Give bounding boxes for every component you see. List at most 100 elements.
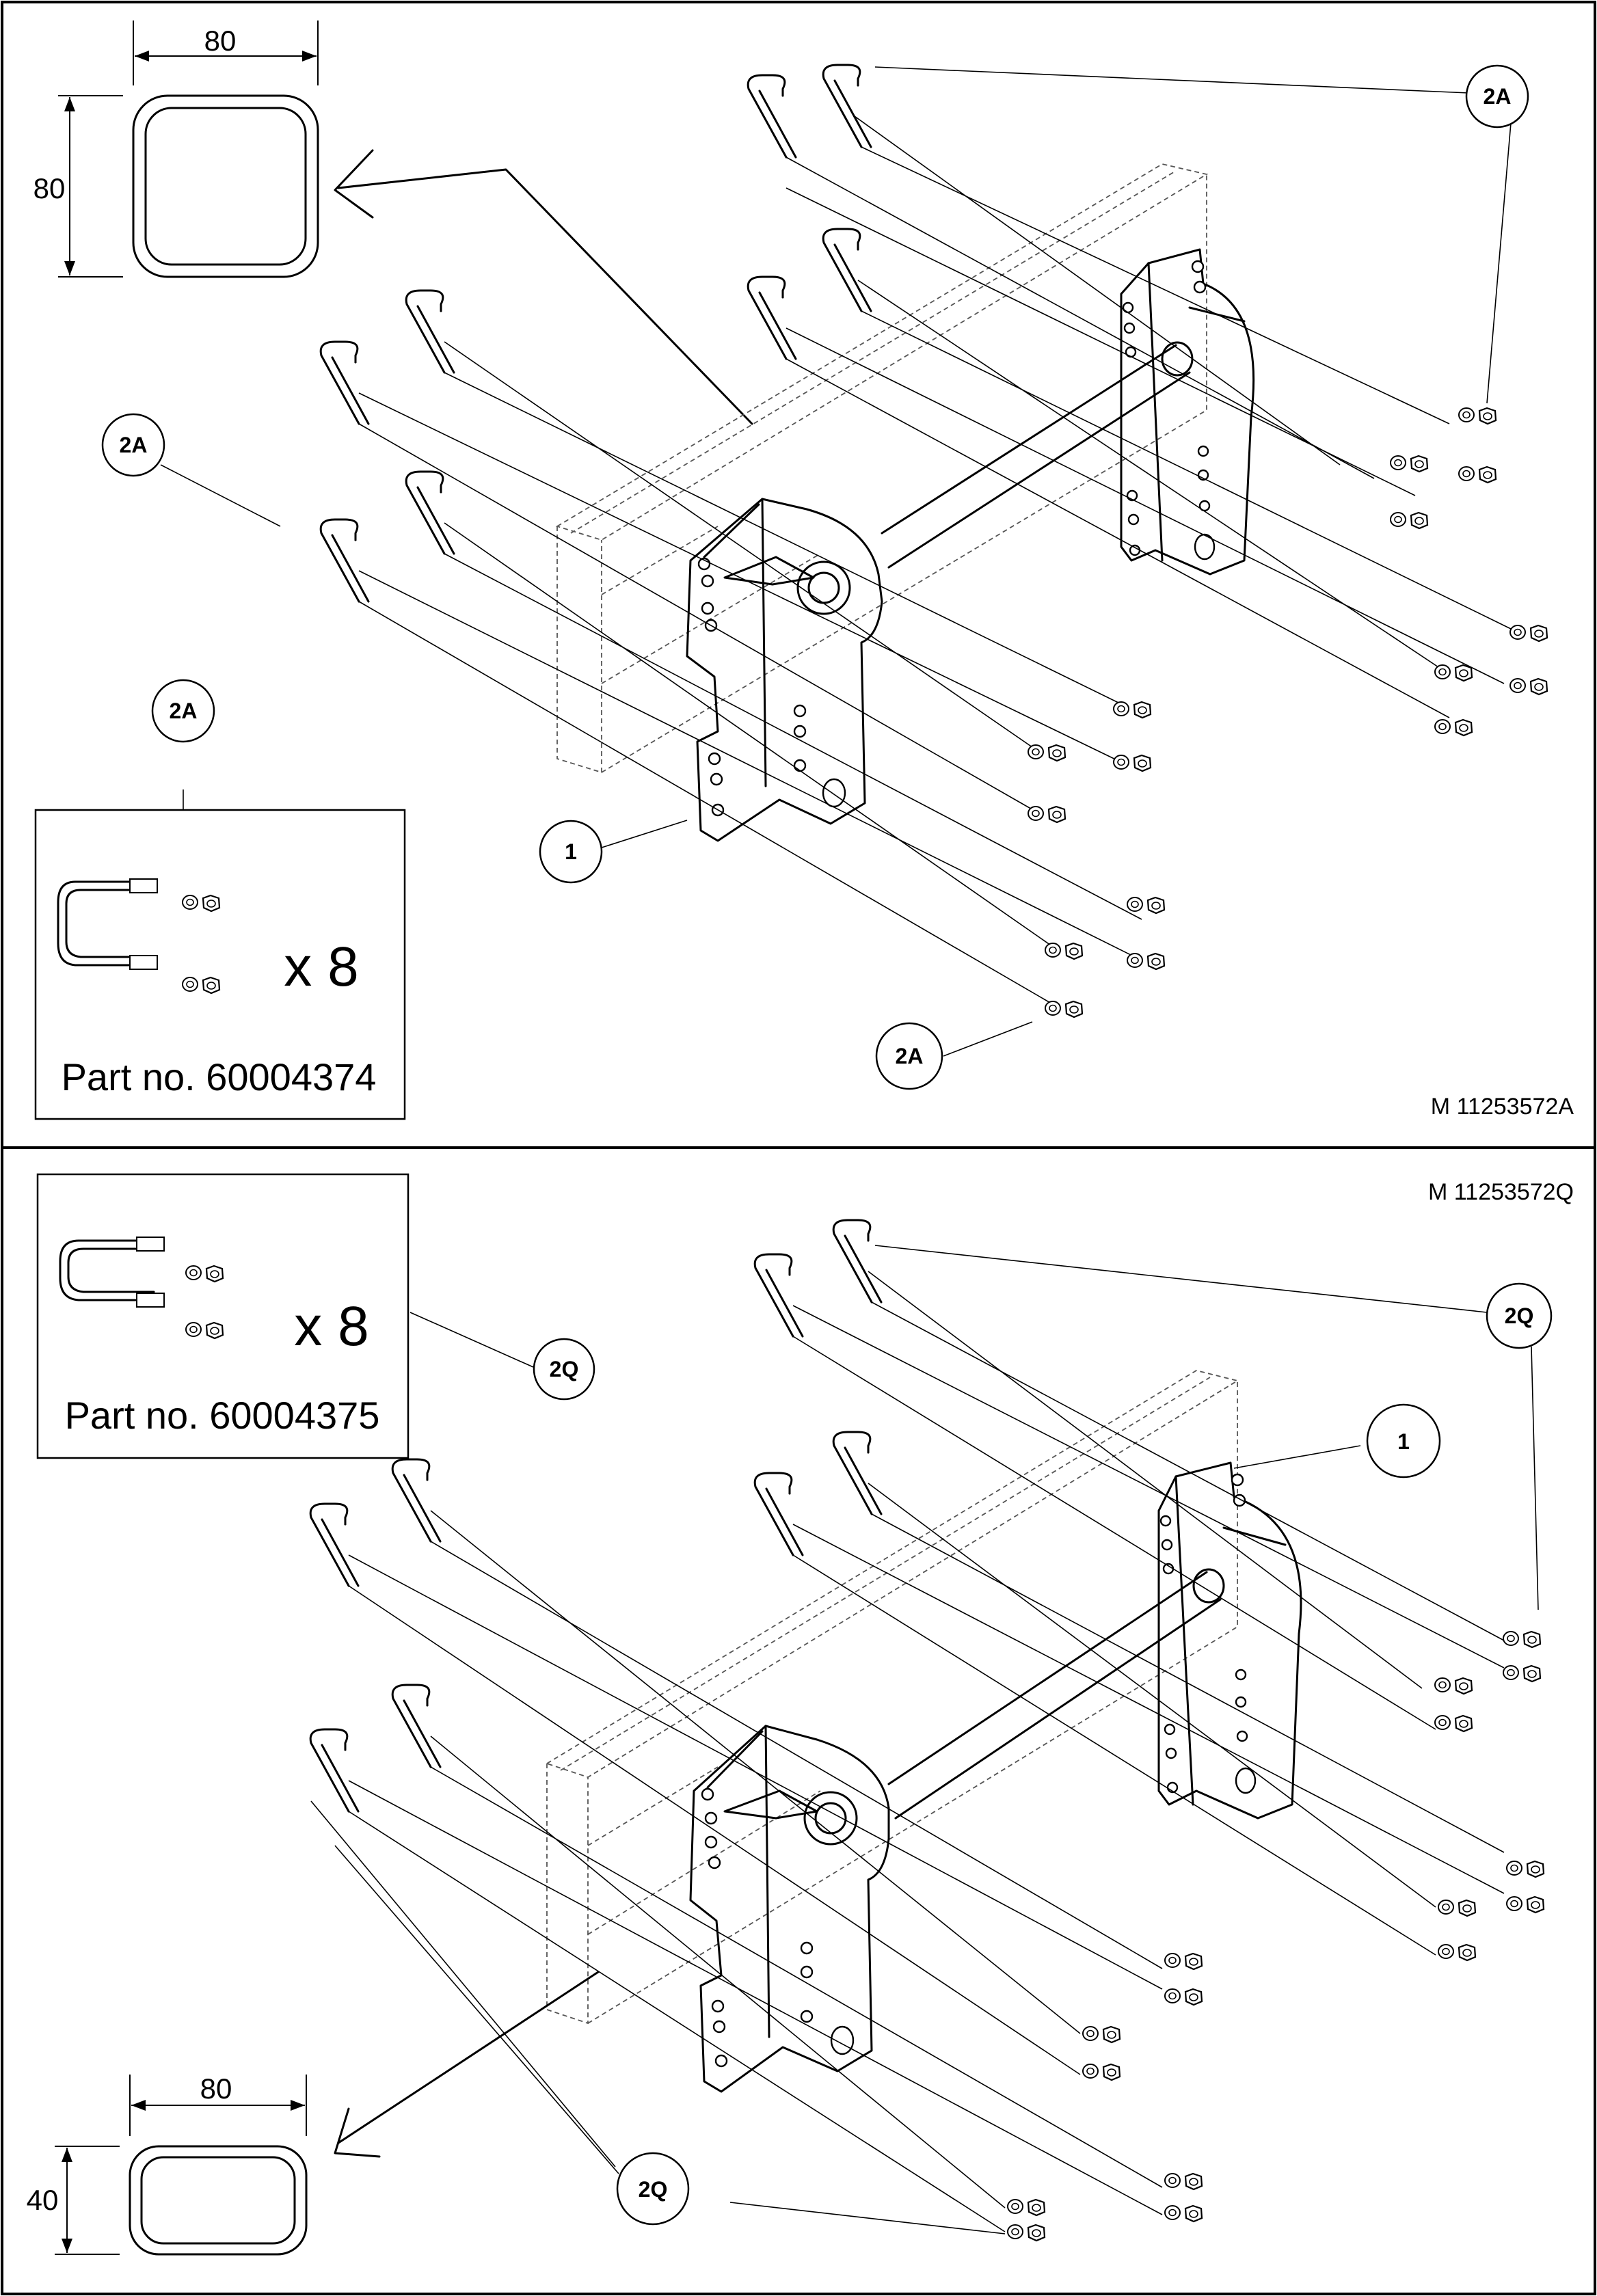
washer-nut-pair [1437, 1899, 1477, 1917]
washer-nut-pair [1389, 511, 1429, 530]
washer-nut-pair [1437, 1943, 1477, 1962]
u-bolts-left [319, 289, 455, 603]
u-bolt [309, 1502, 360, 1587]
washer-nut-pair [1164, 1988, 1203, 2006]
assembly-lines [348, 1271, 1505, 2232]
u-bolt [753, 1472, 804, 1556]
washer-nut-pair [1434, 1677, 1473, 1695]
washer-nut-pair [1389, 455, 1429, 473]
u-bolts-top [753, 1219, 883, 1556]
callout-1: 1 [539, 820, 603, 884]
washer-nut-pair [1505, 1895, 1545, 1914]
profile-width-dimension: 80 [200, 2072, 232, 2105]
bracket-left [689, 1725, 890, 2093]
washer-nut-pair [1164, 2204, 1203, 2223]
washer-nut-pair [1505, 1860, 1545, 1878]
frame-beam-ghost [555, 163, 1209, 774]
washer-nut-pair [1502, 1630, 1542, 1649]
u-bolt [753, 1253, 804, 1338]
bracket-right [1157, 1461, 1302, 1820]
svg-text:2A: 2A [120, 433, 148, 457]
kit-part-number: Part no. 60004374 [62, 1055, 377, 1098]
svg-text:1: 1 [565, 839, 577, 864]
panel-a: 80 80 [33, 21, 1574, 1120]
svg-text:2A: 2A [896, 1044, 924, 1068]
kit-part-number: Part no. 60004375 [65, 1394, 380, 1437]
washer-nut-pair [1164, 2172, 1203, 2191]
u-bolts-left [309, 1458, 442, 1813]
kit-box-2q: x 8 Part no. 60004375 [36, 1173, 410, 1459]
profile-height-dimension: 40 [27, 2184, 59, 2216]
drawing-reference: M 11253572Q [1428, 1179, 1574, 1205]
washer-nut-pair [1164, 1952, 1203, 1971]
washer-nut-pair [1458, 465, 1497, 484]
callout-2a-kit: 2A [151, 679, 215, 743]
svg-text:2Q: 2Q [639, 2177, 668, 2202]
washer-nut-pair [1027, 744, 1066, 762]
washer-nut-pair [1434, 1714, 1473, 1733]
bracket-right [1120, 248, 1255, 576]
u-bolt [405, 289, 455, 374]
svg-text:2Q: 2Q [550, 1357, 579, 1381]
assembly-lines [358, 116, 1512, 1009]
u-bolt [391, 1684, 442, 1768]
callout-2a-top-right: 2A [1465, 64, 1529, 129]
callout-2q-top-right: 2Q [1486, 1282, 1553, 1349]
bracket-left [686, 498, 883, 842]
callout-2a-bottom: 2A [875, 1022, 943, 1090]
washer-nut-pair [1434, 718, 1473, 737]
profile-section-80x80: 80 80 [33, 21, 753, 425]
kit-quantity: x 8 [294, 1295, 368, 1358]
u-bolt [747, 74, 797, 159]
u-bolts-top [747, 64, 872, 360]
profile-section-80x40: 80 40 [27, 1971, 600, 2256]
washer-nut-set [1027, 407, 1548, 1018]
u-bolt [405, 470, 455, 555]
washer-nut-pair [1509, 624, 1548, 643]
washer-nut-pair [1126, 896, 1166, 915]
washer-nut-pair [1112, 754, 1152, 772]
callout-2a-left: 2A [101, 413, 165, 477]
washer-nut-pair [1509, 677, 1548, 696]
washer-nut-pair [1006, 2198, 1046, 2217]
drawbar-shaft [881, 341, 1194, 569]
u-bolt [319, 340, 370, 425]
svg-text:2A: 2A [170, 699, 198, 723]
washer-nut-pair [1502, 1664, 1542, 1683]
u-bolt [822, 228, 872, 312]
u-bolt [309, 1728, 360, 1813]
profile-width-dimension: 80 [204, 25, 237, 57]
washer-nut-set [1006, 1630, 1545, 2242]
u-bolt [747, 275, 797, 360]
washer-nut-pair [1082, 2025, 1121, 2044]
washer-nut-pair [1044, 942, 1084, 960]
svg-text:2A: 2A [1484, 84, 1512, 109]
callout-2q-bottom: 2Q [616, 2152, 690, 2226]
u-bolt [391, 1458, 442, 1543]
svg-text:2Q: 2Q [1505, 1304, 1534, 1328]
callout-2q-kit: 2Q [533, 1338, 595, 1401]
drawbar-shaft [887, 1568, 1225, 1820]
washer-nut-pair [1126, 952, 1166, 971]
drawing-reference: M 11253572A [1431, 1094, 1574, 1120]
washer-nut-pair [1458, 407, 1497, 425]
washer-nut-pair [1044, 1000, 1084, 1018]
u-bolt [822, 64, 872, 148]
kit-quantity: x 8 [284, 936, 358, 998]
washer-nut-pair [1027, 805, 1066, 824]
washer-nut-pair [1082, 2063, 1121, 2081]
washer-nut-pair [1006, 2224, 1046, 2242]
frame-beam-ghost [545, 1370, 1239, 2025]
panel-q: x 8 Part no. 60004375 M 11253572Q [27, 1173, 1574, 2256]
kit-box-2a: x 8 Part no. 60004374 [34, 809, 406, 1120]
u-bolt [832, 1219, 883, 1304]
u-bolt [832, 1431, 883, 1515]
u-bolt [319, 518, 370, 603]
profile-height-dimension: 80 [33, 172, 66, 204]
callout-1: 1 [1366, 1403, 1441, 1478]
washer-nut-pair [1434, 664, 1473, 682]
washer-nut-pair [1112, 701, 1152, 719]
svg-text:1: 1 [1397, 1429, 1410, 1454]
